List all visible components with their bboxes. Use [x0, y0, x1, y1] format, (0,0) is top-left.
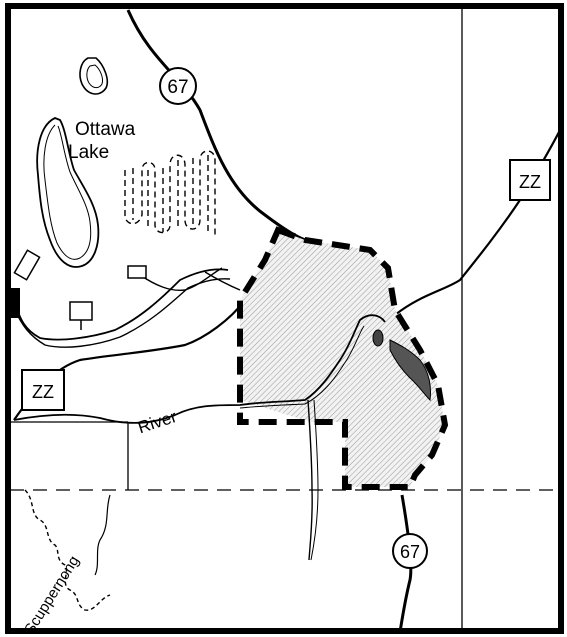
lake-label-line1: Ottawa: [75, 119, 136, 140]
scuppernong-river: [24, 489, 111, 611]
hwy-zz-shield-right: ZZ: [509, 159, 551, 201]
hwy-zz-shield-left: ZZ: [21, 369, 65, 411]
state-land-boundary: [237, 226, 449, 490]
small-lake-inner: [86, 64, 103, 89]
highway-zz-road-east: [394, 129, 561, 316]
trail-loops: [124, 150, 216, 235]
building-2: [127, 265, 147, 279]
building-1: [13, 249, 41, 281]
scuppernong-label: Scuppernong: [21, 553, 83, 637]
ottawa-lake-contour: [43, 124, 92, 260]
map-border: [5, 3, 564, 634]
highway-67-road: [126, 9, 321, 247]
state-land-parcel: [240, 230, 445, 487]
building-3: [69, 301, 93, 321]
building-4: [10, 288, 20, 318]
river-line: [13, 314, 386, 424]
park-road-branch-2: [204, 271, 241, 291]
marsh-area: [389, 339, 431, 402]
creek: [307, 399, 313, 561]
small-lake-outer: [79, 57, 109, 95]
hwy-zz-shield-left-label: ZZ: [32, 382, 54, 402]
pond: [372, 329, 384, 347]
hwy-zz-shield-right-label: ZZ: [519, 172, 541, 192]
river-label: River: [135, 407, 179, 437]
creek-2: [310, 399, 319, 561]
park-road-inner: [13, 278, 231, 348]
river-line-2: [239, 325, 365, 409]
park-road: [13, 268, 229, 341]
highway-67-south: [398, 494, 413, 633]
hwy-67-shield-bottom: 67: [392, 533, 428, 569]
hwy-67-shield-top: 67: [159, 67, 197, 105]
hwy-67-shield-top-label: 67: [167, 77, 188, 98]
lake-label-line2: Lake: [68, 142, 109, 163]
park-road-branch: [139, 267, 223, 292]
scuppernong-branch: [94, 494, 111, 576]
hwy-67-shield-bottom-label: 67: [400, 542, 420, 562]
